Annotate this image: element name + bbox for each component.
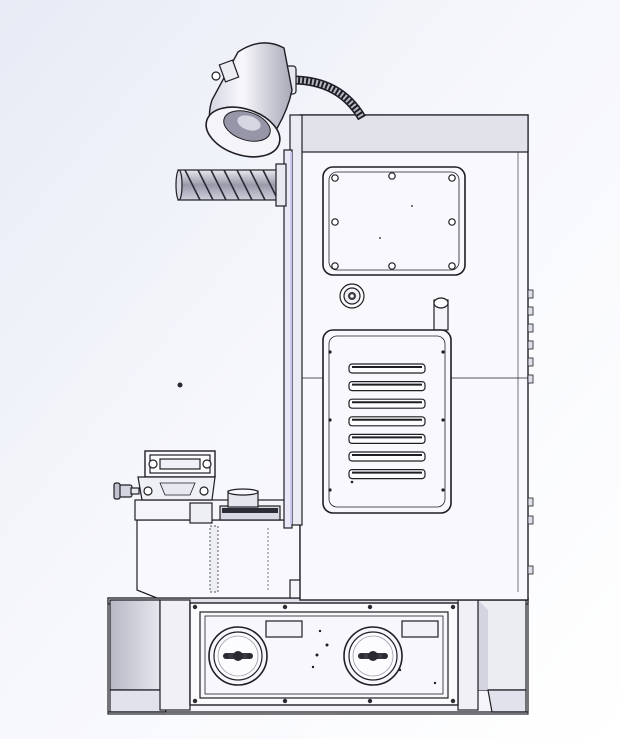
panel-bolt (450, 698, 456, 704)
vent-slots (348, 363, 426, 480)
panel-bolt (282, 698, 288, 704)
panel-bolt (192, 698, 198, 704)
lead-screw (175, 163, 287, 207)
front-panel-bolts (192, 604, 456, 704)
vent-slot (348, 451, 426, 462)
lamp-icon[interactable] (200, 42, 293, 166)
test-fixture (113, 450, 298, 524)
vent-slot (348, 363, 426, 374)
worktable-column (136, 519, 303, 599)
side-screw (527, 289, 534, 299)
base-knob-right[interactable] (343, 626, 403, 686)
reference-point (177, 382, 183, 388)
vent-slot (348, 398, 426, 409)
panel-bolt (282, 604, 288, 610)
upper-access-cover (322, 166, 466, 276)
panel-bolt (450, 604, 456, 610)
right-side-screws (527, 289, 534, 384)
round-port (339, 283, 365, 309)
panel-bolt (192, 604, 198, 610)
vent-slot (348, 381, 426, 392)
vertical-tube (433, 297, 449, 331)
panel-bolt (367, 698, 373, 704)
hardness-tester-machine (107, 42, 534, 715)
column-top-cap (299, 114, 529, 153)
side-screw (527, 357, 534, 367)
vent-slot (348, 433, 426, 444)
vent-slot (348, 416, 426, 427)
right-side-lower-screws (527, 497, 534, 575)
side-screw (527, 374, 534, 384)
side-screw (527, 323, 534, 333)
vented-access-cover (322, 329, 452, 514)
side-screw (527, 306, 534, 316)
label-plate-right (401, 620, 439, 638)
side-screw (527, 340, 534, 350)
base-left-foot (109, 599, 161, 691)
label-plate-left (265, 620, 303, 638)
panel-bolt (367, 604, 373, 610)
vent-slot (348, 469, 426, 480)
base-knob-left[interactable] (208, 626, 268, 686)
